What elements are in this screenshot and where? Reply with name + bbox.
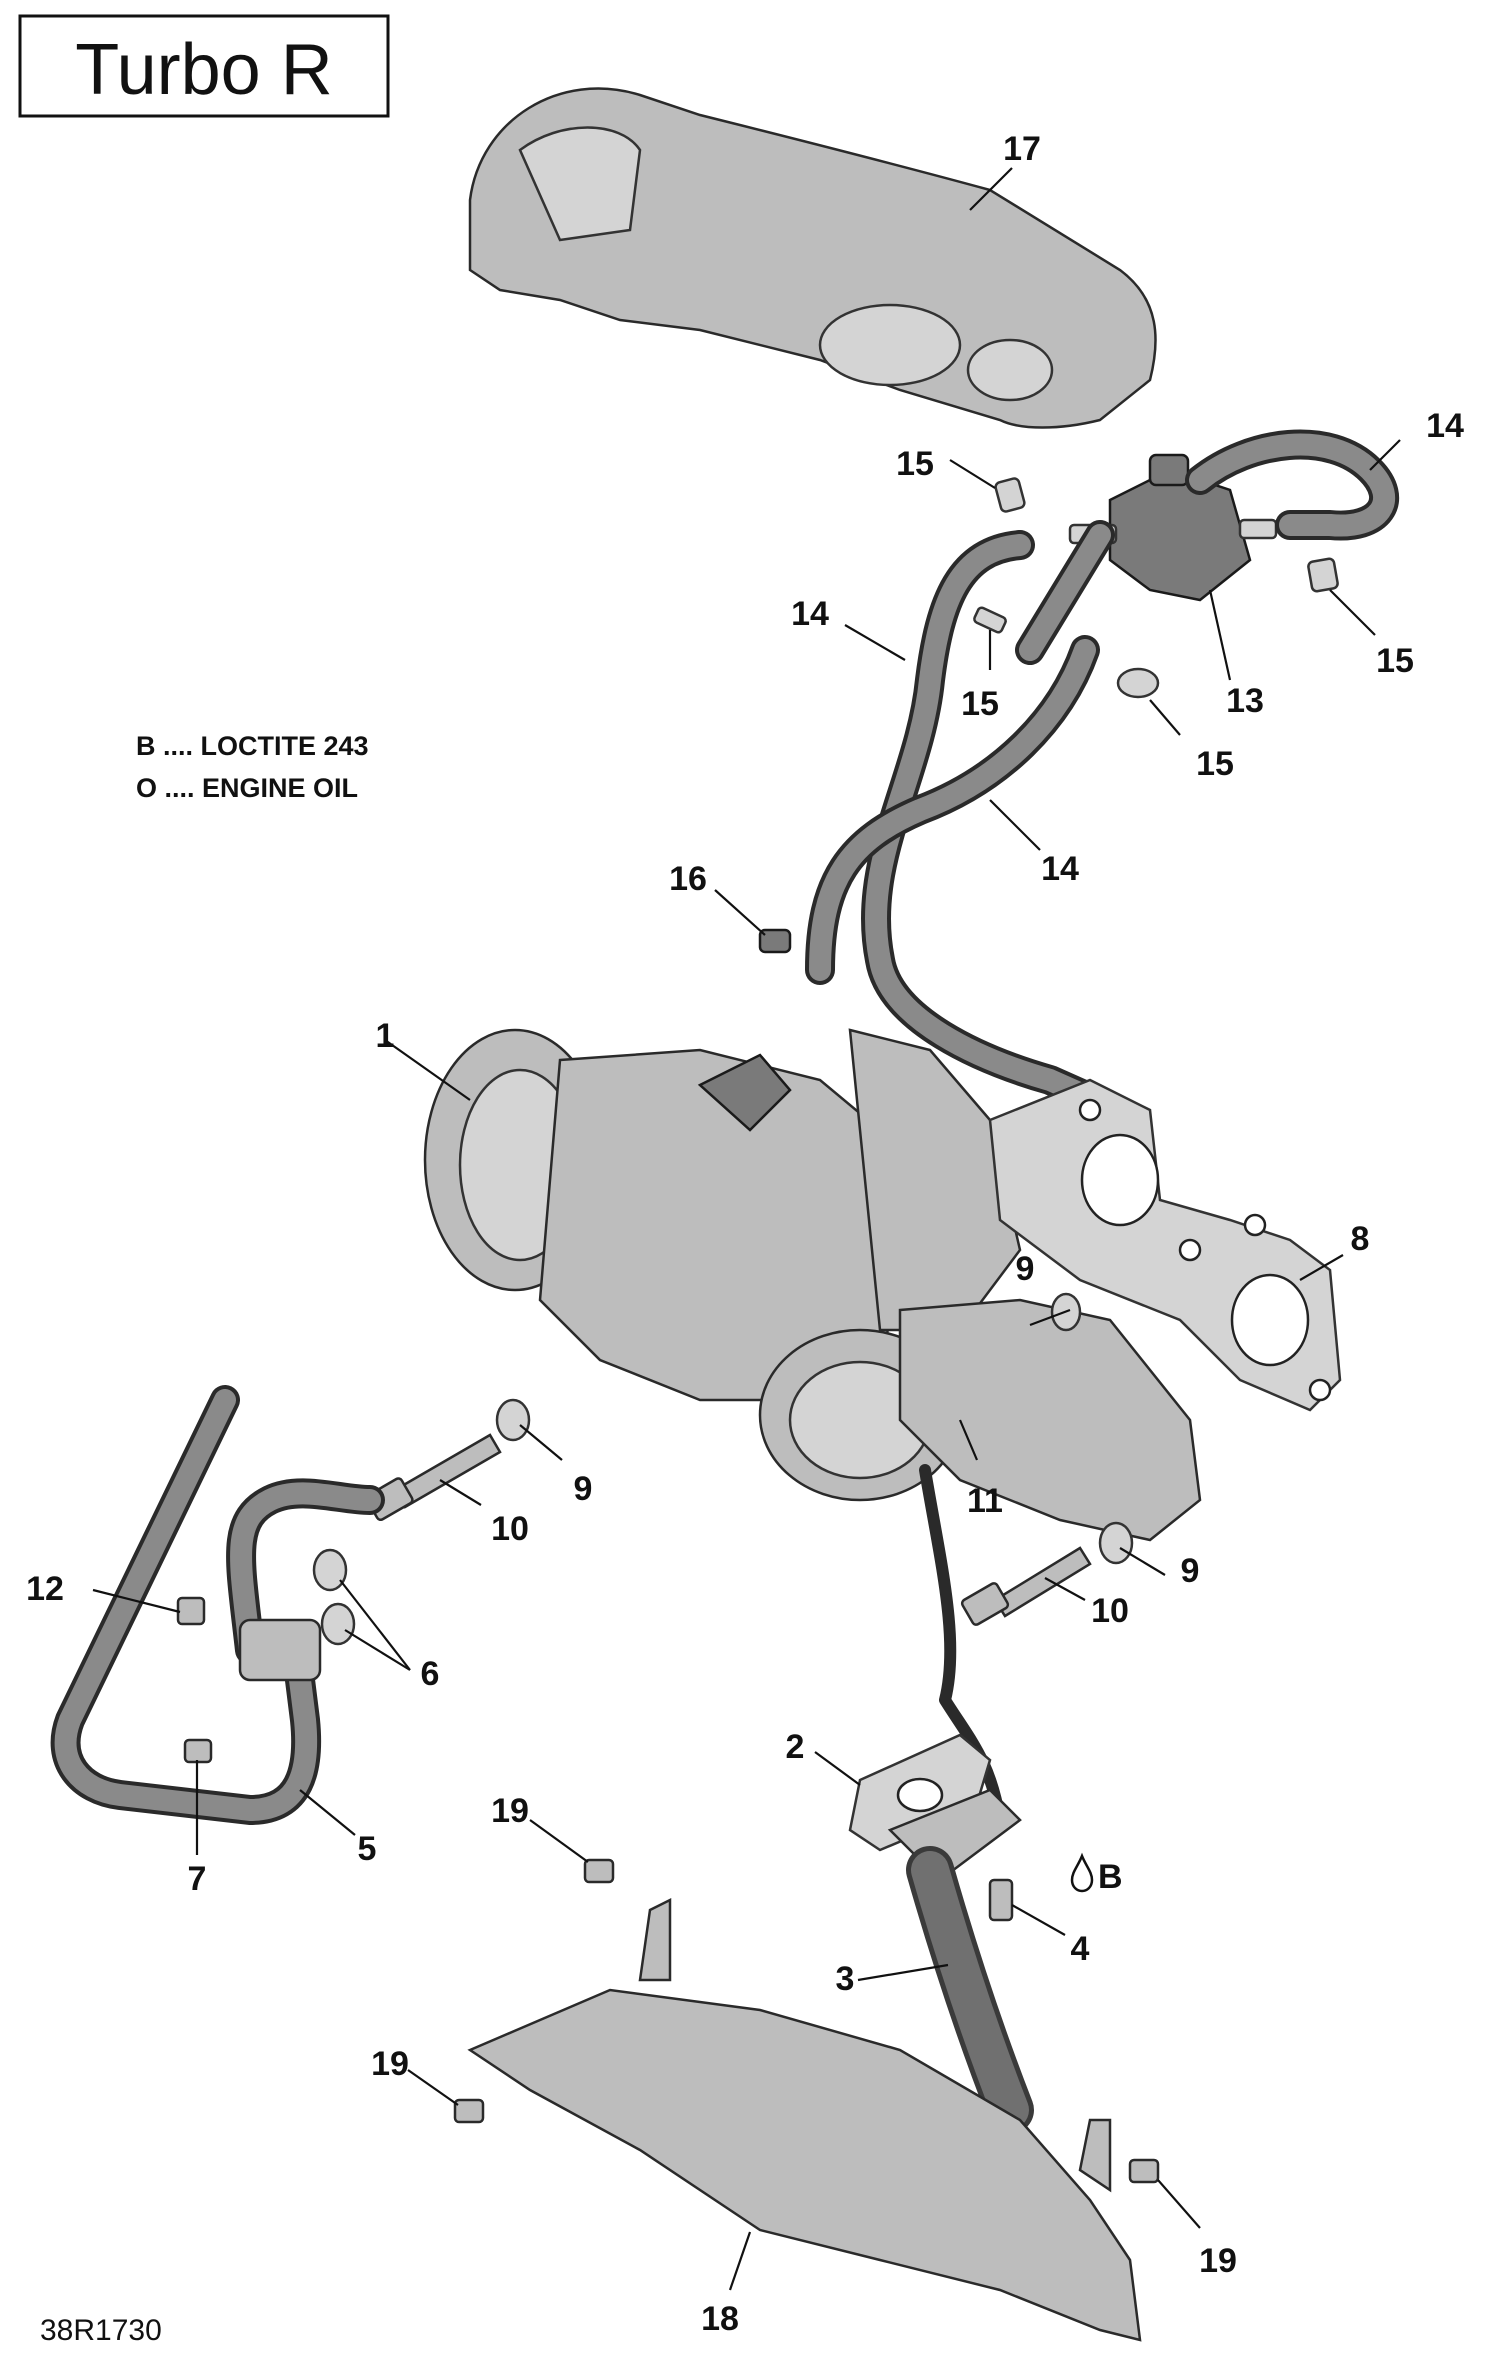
turbocharger [423,1028,1022,1502]
callout-labels: 1 2 3 4 5 6 7 8 9 9 9 10 10 11 12 13 14 … [26,130,1464,2338]
heat-shield-upper [468,87,1157,429]
drain-pipe-screw [988,1878,1014,1922]
callout-15-upper-left: 15 [896,445,934,483]
loctite-annotation: B [1070,1852,1123,1896]
banjo-bolts [365,1433,1092,1626]
callout-9-left: 9 [574,1470,593,1508]
callout-15-right: 15 [1376,642,1414,680]
callout-10-right: 10 [1091,1592,1129,1630]
callout-9-right: 9 [1181,1552,1200,1590]
droplet-icon [1070,1852,1094,1893]
boost-hoses [805,429,1400,1115]
sealing-washers [495,1292,1134,1565]
callout-10-left: 10 [491,1510,529,1548]
turbo-outlet-housing [898,1298,1202,1542]
callout-9-manifold: 9 [1016,1250,1035,1288]
loctite-code-b: B [1098,1858,1123,1896]
heat-shield-bolts [453,1858,1160,2184]
title-box: Turbo R [18,14,390,118]
callout-14-top: 14 [1426,407,1464,445]
callout-4: 4 [1071,1930,1090,1968]
exhaust-gasket [988,1078,1342,1412]
callout-19-lower-right: 19 [1199,2242,1237,2280]
callout-7: 7 [188,1860,207,1898]
callout-19-upper: 19 [491,1792,529,1830]
callout-19-lower-left: 19 [371,2045,409,2083]
callout-11: 11 [967,1482,1003,1520]
heat-shield-lower [467,1897,1142,2342]
callout-18: 18 [701,2300,739,2338]
callout-12: 12 [26,1570,64,1608]
legend-engine-oil: O .... ENGINE OIL [136,773,358,803]
callout-16: 16 [669,860,707,898]
callout-15-middle: 15 [961,685,999,723]
callout-2: 2 [786,1728,805,1766]
oil-return-hose [50,1385,385,1825]
hose-plug [758,928,792,954]
callout-14-left: 14 [791,595,829,633]
callout-3: 3 [836,1960,855,1998]
callout-14-middle: 14 [1041,850,1079,888]
hose-clamps [758,477,1339,954]
callout-15-lower: 15 [1196,745,1234,783]
drawing-number: 38R1730 [40,2314,162,2347]
oil-drain-pipe [887,1788,1034,2134]
legend-loctite: B .... LOCTITE 243 [136,731,369,761]
callout-1: 1 [376,1017,395,1055]
callout-13: 13 [1226,682,1264,720]
callout-17: 17 [1003,130,1041,168]
legend: B .... LOCTITE 243 O .... ENGINE OIL [136,731,369,803]
callout-8: 8 [1351,1220,1370,1258]
page-title: Turbo R [75,30,332,110]
leader-lines [92,167,1401,2291]
callout-6: 6 [421,1655,440,1693]
hose-end-nut [176,1596,206,1626]
hose-clamp-screw [183,1738,213,1764]
callout-5: 5 [358,1830,377,1868]
